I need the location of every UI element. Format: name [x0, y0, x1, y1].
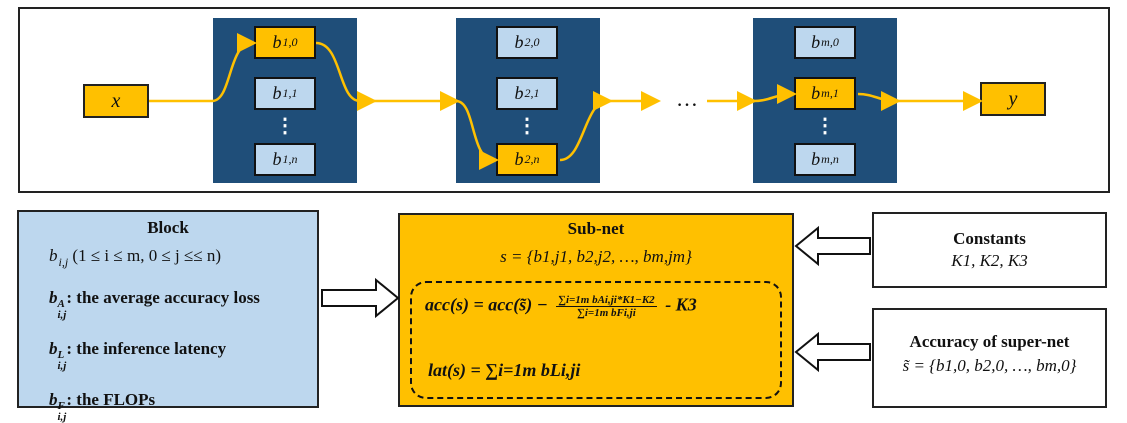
input-node: x [83, 84, 149, 118]
supernet-panel [18, 7, 1110, 193]
constants-box: Constants K1, K2, K3 [872, 212, 1107, 288]
supernet-accuracy-box: Accuracy of super-net s̃ = {b1,0, b2,0, … [872, 308, 1107, 408]
path-arrows [149, 33, 983, 170]
constants-values: K1, K2, K3 [951, 251, 1028, 270]
arrow-block-to-subnet [321, 277, 400, 319]
input-label: x [111, 89, 121, 112]
supernet-title: Accuracy of super-net [909, 332, 1070, 351]
subnet-set-definition: s = {b1,j1, b2,j2, …, bm,jm} [500, 247, 692, 266]
supernet-set-definition: s̃ = {b1,0, b2,0, …, bm,0} [902, 356, 1077, 375]
vdots-1: ⋮ [275, 115, 295, 137]
arrow-x-to-b10 [149, 33, 257, 103]
latency-formula: lat(s) = ∑i=1m bLi,ji [428, 360, 581, 380]
accuracy-fraction: ∑i=1m bAi,ji*K1−K2 ∑i=1m bFi,ji [556, 294, 657, 319]
arrow-bm1-out [857, 90, 901, 111]
constants-title: Constants [953, 229, 1026, 248]
stage-ellipsis: … [676, 86, 698, 111]
block-definition: bi,j (1 ≤ i ≤ m, 0 ≤ j ≤≤ n) [49, 246, 222, 269]
subnet-box: Sub-net s = {b1,j1, b2,j2, …, bm,jm} [398, 213, 794, 407]
output-node: y [980, 82, 1046, 116]
subnet-title: Sub-net [567, 219, 625, 238]
arrow-into-bm1 [753, 84, 797, 105]
arrow-constants-to-subnet [794, 225, 871, 267]
arrow-b2n-out [559, 91, 613, 162]
arrow-into-b2n [455, 99, 499, 170]
arrow-supernet-to-subnet [794, 331, 871, 373]
vdots-2: ⋮ [517, 115, 537, 137]
arrow-b10-to-stage2 [315, 41, 377, 111]
hollow-arrows [321, 225, 871, 373]
block-title: Block [147, 218, 189, 237]
output-label: y [1008, 87, 1018, 110]
formula-region [410, 281, 782, 399]
accuracy-formula: acc(s) = acc(s̃) − ∑i=1m bAi,ji*K1−K2 ∑i… [425, 294, 697, 319]
vdots-m: ⋮ [815, 115, 835, 137]
